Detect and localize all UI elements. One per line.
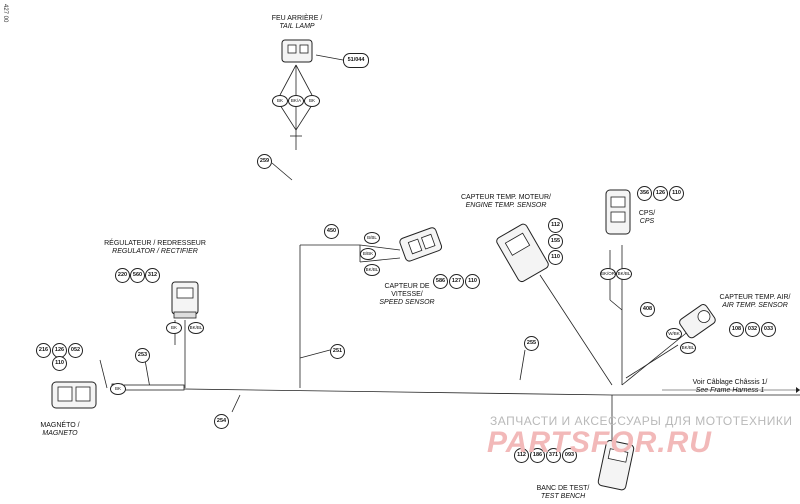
callout-air-2: 032	[745, 322, 760, 337]
engine-temp-label: CAPTEUR TEMP. MOTEUR/ ENGINE TEMP. SENSO…	[461, 194, 551, 209]
callout-tail-lamp: 51/044	[343, 53, 369, 68]
callout-magneto-3: 052	[68, 343, 83, 358]
main-harness-line	[111, 387, 613, 396]
wire-tag-reg-2: BK/BL	[188, 322, 204, 334]
callout-bench-4: 093	[562, 448, 577, 463]
callout-engine-3: 110	[548, 250, 563, 265]
regulator-label: RÉGULATEUR / REDRESSEUR REGULATOR / RECT…	[104, 240, 206, 255]
wire-tag-speed-2: B/BK	[360, 248, 376, 260]
tail-lamp-connector-icon	[281, 39, 313, 63]
tail-lamp-label: FEU ARRIÈRE / TAIL LAMP	[271, 15, 323, 30]
callout-reg-2: 560	[130, 268, 145, 283]
wire-tag-tail-1: BK	[272, 95, 288, 107]
callout-magneto-1: 216	[36, 343, 51, 358]
wire-tag-reg-1: BK	[166, 322, 182, 334]
document-id: 427 00	[2, 4, 8, 23]
callout-cps-1: 356	[637, 186, 652, 201]
frame-harness-note: Voir Câblage Châssis 1/ See Frame Harnes…	[692, 379, 768, 394]
test-bench-connector-icon	[597, 440, 635, 491]
cps-connector-icon	[605, 189, 631, 235]
test-bench-label: BANC DE TEST/ TEST BENCH	[536, 485, 590, 500]
callout-255: 255	[524, 336, 539, 351]
callout-408: 408	[640, 302, 655, 317]
callout-reg-3: 312	[145, 268, 160, 283]
air-temp-sensor-connector-icon	[679, 304, 716, 339]
callout-450: 450	[324, 224, 339, 239]
magneto-connector-icon	[51, 381, 97, 409]
callout-engine-2: 155	[548, 234, 563, 249]
harness-arrow-icon	[662, 387, 800, 393]
watermark-logo: PARTSFOR.RU	[487, 426, 712, 459]
speed-sensor-label: CAPTEUR DE VITESSE/ SPEED SENSOR	[379, 283, 435, 306]
callout-bench-2: 186	[530, 448, 545, 463]
wire-tag-magneto: BK	[110, 383, 126, 395]
wire-tag-tail-2: BK/A	[288, 95, 304, 107]
callout-speed-1: 586	[433, 274, 448, 289]
magneto-label: MAGNÉTO / MAGNETO	[40, 422, 80, 437]
callout-251: 251	[330, 344, 345, 359]
magneto-harness-strip	[123, 384, 185, 391]
speed-sensor-connector-icon	[399, 227, 443, 262]
watermark-text: ЗАПЧАСТИ И АКСЕССУАРЫ ДЛЯ МОТОТЕХНИКИ	[490, 414, 793, 428]
callout-air-1: 108	[729, 322, 744, 337]
wire-tag-tail-3: BK	[304, 95, 320, 107]
callout-engine-1: 112	[548, 218, 563, 233]
callout-speed-2: 127	[449, 274, 464, 289]
callout-cps-3: 110	[669, 186, 684, 201]
wire-tag-speed-1: B/BL	[364, 232, 380, 244]
callout-bench-1: 112	[514, 448, 529, 463]
regulator-connector-icon	[171, 281, 199, 319]
callout-259: 259	[257, 154, 272, 169]
cps-label: CPS/ CPS	[638, 210, 656, 225]
callout-air-3: 033	[761, 322, 776, 337]
callout-reg-1: 220	[115, 268, 130, 283]
callout-cps-2: 126	[653, 186, 668, 201]
callout-253: 253	[135, 348, 150, 363]
callout-254: 254	[214, 414, 229, 429]
air-temp-label: CAPTEUR TEMP. AIR/ AIR TEMP. SENSOR	[719, 294, 791, 309]
wire-tag-air-2: BK/BL	[680, 342, 696, 354]
callout-bench-3: 371	[546, 448, 561, 463]
wire-tag-air-1: W/BK	[666, 328, 682, 340]
callout-speed-3: 110	[465, 274, 480, 289]
callout-magneto-sub: 110	[52, 356, 67, 371]
wire-tag-cps-1: BK/OR	[600, 268, 616, 280]
engine-temp-sensor-connector-icon	[496, 223, 549, 283]
wire-tag-cps-2: BK/BL	[616, 268, 632, 280]
wire-tag-speed-3: BK/BL	[364, 264, 380, 276]
